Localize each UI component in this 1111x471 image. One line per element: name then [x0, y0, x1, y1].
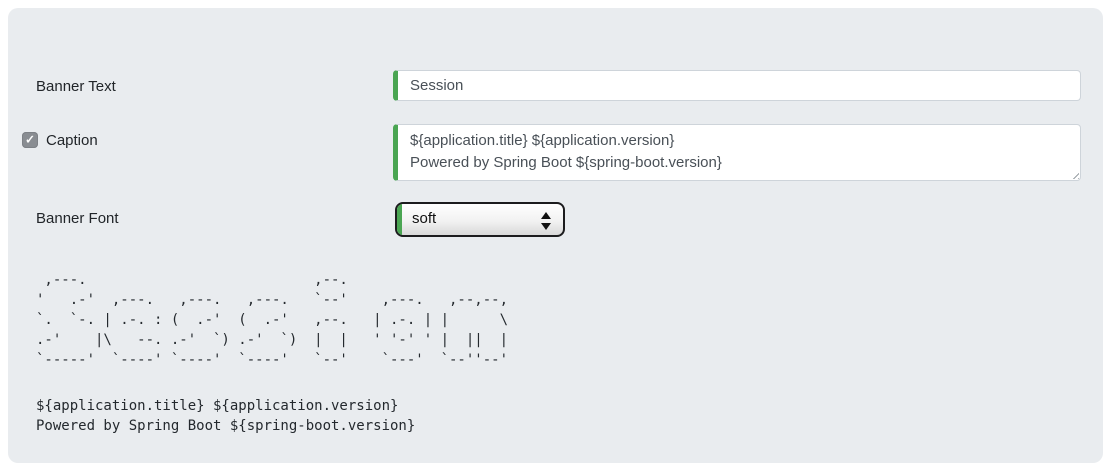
- checkmark-icon: ✓: [24, 132, 36, 147]
- ascii-banner-preview: ,---. ,--. ' .-' ,---. ,---. ,---. `--' …: [36, 272, 509, 368]
- banner-font-label: Banner Font: [36, 210, 119, 227]
- select-arrows-icon: [541, 211, 551, 231]
- caption-preview: ${application.title} ${application.versi…: [36, 398, 416, 434]
- banner-font-select[interactable]: soft: [395, 202, 565, 237]
- caption-label: Caption: [46, 132, 98, 149]
- banner-text-label: Banner Text: [36, 78, 116, 95]
- caption-textarea[interactable]: ${application.title} ${application.versi…: [393, 124, 1081, 181]
- banner-font-selected-value: soft: [412, 210, 437, 227]
- select-accent-stripe: [397, 204, 402, 235]
- textarea-resize-grip[interactable]: [1070, 170, 1079, 179]
- caption-checkbox[interactable]: ✓: [22, 132, 38, 148]
- banner-text-input[interactable]: [393, 70, 1081, 101]
